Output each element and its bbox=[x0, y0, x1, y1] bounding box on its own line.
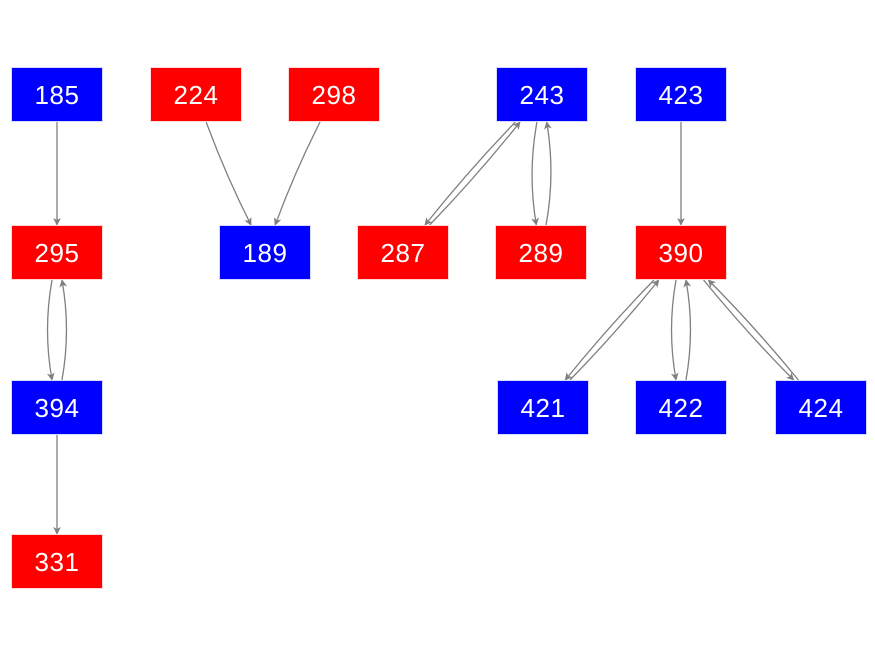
graph-node-label: 189 bbox=[242, 237, 288, 268]
graph-edge-243-to-289 bbox=[531, 121, 539, 226]
graph-node-298[interactable]: 298 bbox=[288, 67, 380, 122]
graph-edge-287-to-243 bbox=[429, 121, 521, 226]
graph-node-label: 421 bbox=[520, 392, 566, 423]
graph-node-224[interactable]: 224 bbox=[150, 67, 242, 122]
graph-edge-390-to-421 bbox=[564, 279, 655, 381]
graph-node-287[interactable]: 287 bbox=[357, 225, 449, 280]
graph-node-label: 298 bbox=[311, 79, 357, 110]
graph-node-label: 224 bbox=[173, 79, 219, 110]
graph-node-label: 185 bbox=[34, 79, 80, 110]
graph-node-label: 390 bbox=[658, 237, 704, 268]
graph-node-331[interactable]: 331 bbox=[11, 534, 103, 589]
graph-edge-390-to-422 bbox=[670, 279, 679, 381]
graph-node-185[interactable]: 185 bbox=[11, 67, 103, 122]
graph-node-label: 287 bbox=[380, 237, 426, 268]
graph-edge-422-to-390 bbox=[683, 279, 692, 381]
graph-node-243[interactable]: 243 bbox=[496, 67, 588, 122]
graph-node-394[interactable]: 394 bbox=[11, 380, 103, 435]
graph-node-label: 394 bbox=[34, 392, 80, 423]
graph-node-label: 424 bbox=[798, 392, 844, 423]
graph-node-label: 289 bbox=[518, 237, 564, 268]
graph-node-424[interactable]: 424 bbox=[775, 380, 867, 435]
graph-edge-224-to-189 bbox=[205, 121, 252, 226]
graph-node-289[interactable]: 289 bbox=[495, 225, 587, 280]
graph-edge-289-to-243 bbox=[544, 121, 552, 226]
graph-edge-298-to-189 bbox=[273, 121, 321, 226]
graph-node-421[interactable]: 421 bbox=[497, 380, 589, 435]
graph-edge-243-to-287 bbox=[424, 121, 516, 226]
graph-node-422[interactable]: 422 bbox=[635, 380, 727, 435]
graph-node-295[interactable]: 295 bbox=[11, 225, 103, 280]
graph-node-label: 422 bbox=[658, 392, 704, 423]
graph-edge-421-to-390 bbox=[569, 279, 660, 381]
graph-node-label: 243 bbox=[519, 79, 565, 110]
graph-edge-390-to-424 bbox=[703, 279, 795, 381]
graph-edge-394-to-295 bbox=[59, 279, 68, 381]
graph-node-label: 295 bbox=[34, 237, 80, 268]
graph-edge-295-to-394 bbox=[46, 279, 55, 381]
graph-node-label: 331 bbox=[34, 546, 80, 577]
graph-node-423[interactable]: 423 bbox=[635, 67, 727, 122]
graph-node-189[interactable]: 189 bbox=[219, 225, 311, 280]
graph-edge-424-to-390 bbox=[707, 279, 799, 381]
graph-node-390[interactable]: 390 bbox=[635, 225, 727, 280]
graph-node-label: 423 bbox=[658, 79, 704, 110]
